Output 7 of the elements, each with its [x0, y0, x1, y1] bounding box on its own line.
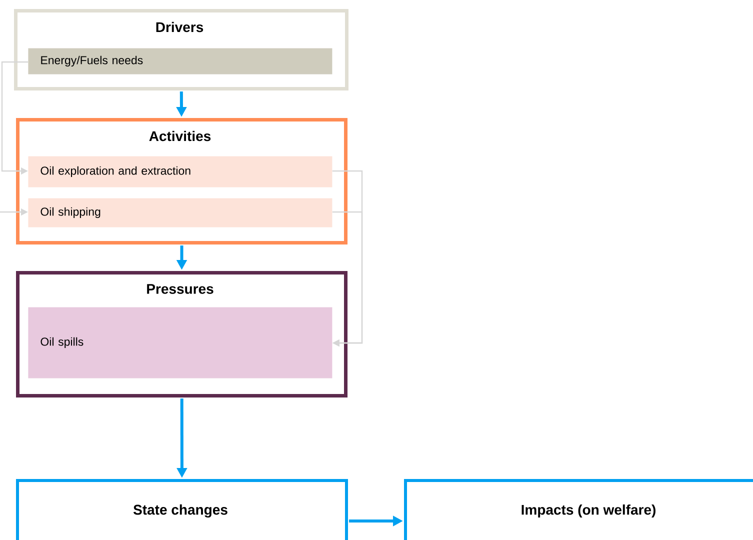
connector-arrow [332, 211, 363, 347]
driver-box: Energy/Fuels needs [28, 48, 332, 74]
impacts-box: Impacts (on welfare) [404, 479, 753, 540]
activity-box: Oil exploration and extraction [28, 156, 332, 188]
activity-box: Oil shipping [28, 198, 332, 228]
pressure-box: Oil spills [28, 307, 332, 378]
state-changes-box: State changes [16, 479, 348, 540]
